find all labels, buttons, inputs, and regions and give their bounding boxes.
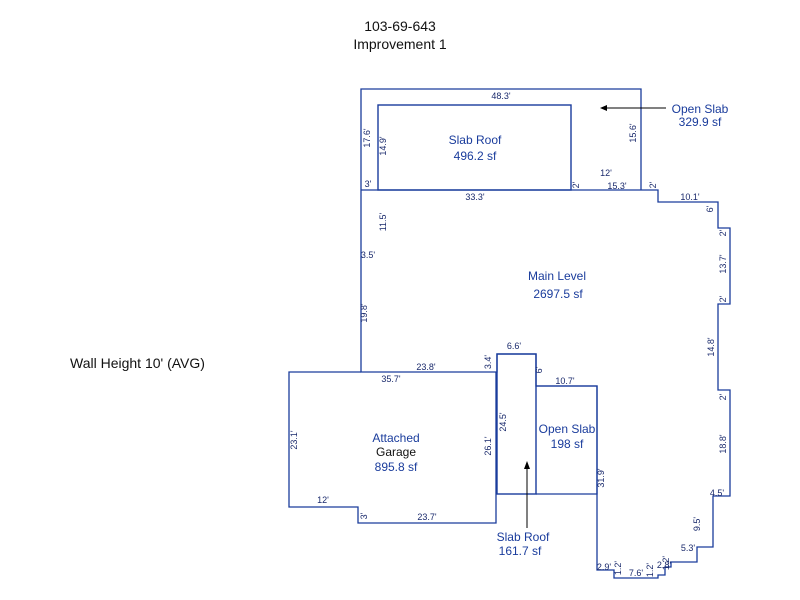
dim-6-a: 6' xyxy=(705,205,715,212)
garage-outline xyxy=(288,371,497,524)
dim-3-bottom: 3' xyxy=(359,512,369,519)
dim-15-6: 15.6' xyxy=(628,123,638,143)
dim-11-5: 11.5' xyxy=(378,212,388,231)
dim-14-9: 14.9' xyxy=(378,136,388,156)
dim-12-top: 12' xyxy=(600,168,612,178)
dim-10-7: 10.7' xyxy=(555,376,575,386)
open-slab-top-value: 329.9 sf xyxy=(679,115,722,129)
dim-6-6: 6.6' xyxy=(507,341,522,351)
dim-24-5: 24.5' xyxy=(498,412,508,432)
dim-9-5: 9.5' xyxy=(692,517,702,532)
parcel-number: 103-69-643 xyxy=(364,18,436,34)
garage-value: 895.8 sf xyxy=(375,460,418,474)
dim-10-1: 10.1' xyxy=(680,192,700,202)
main-level-name: Main Level xyxy=(528,269,586,283)
dim-48-3: 48.3' xyxy=(491,91,511,101)
improvement-title: Improvement 1 xyxy=(353,36,447,52)
dim-3-4: 3.4' xyxy=(483,355,493,370)
slab-roof-top-name: Slab Roof xyxy=(449,133,502,147)
open-slab-mid-value: 198 sf xyxy=(551,437,584,451)
dim-26-1: 26.1' xyxy=(483,436,493,456)
dim-2-b: 2' xyxy=(648,181,658,188)
dim-3-5: 3.5' xyxy=(361,250,376,260)
dim-2-e: 2' xyxy=(718,393,728,400)
open-slab-mid-name: Open Slab xyxy=(539,422,596,436)
slab-roof-bottom-outline xyxy=(496,353,537,495)
dim-2-c: 2' xyxy=(718,229,728,236)
dim-14-8: 14.8' xyxy=(706,337,716,357)
dim-3-top: 3' xyxy=(365,179,372,189)
main-level-value: 2697.5 sf xyxy=(533,287,583,301)
dim-19-8: 19.8' xyxy=(359,303,369,323)
dim-31-9: 31.9' xyxy=(596,468,606,488)
wall-height-label: Wall Height 10' (AVG) xyxy=(70,355,205,371)
slab-roof-top-outline xyxy=(377,104,572,191)
dim-5-3: 5.3' xyxy=(681,543,696,553)
dim-17-6: 17.6' xyxy=(362,128,372,148)
open-slab-arrowhead xyxy=(600,105,607,111)
slab-roof-top-value: 496.2 sf xyxy=(454,149,497,163)
slab-roof-arrowhead xyxy=(524,461,530,469)
dim-23-7: 23.7' xyxy=(417,512,437,522)
slab-roof-bottom-name: Slab Roof xyxy=(497,530,550,544)
main-level-outline xyxy=(360,189,731,579)
dim-2-a: 2' xyxy=(571,181,581,188)
dim-1-2-a: 1.2' xyxy=(613,561,623,576)
dim-2-8: 2.8' xyxy=(657,560,672,570)
dim-6-b: 6' xyxy=(534,366,544,373)
dim-35-7: 35.7' xyxy=(381,374,401,384)
dim-1-2-c: 1.2' xyxy=(661,556,671,571)
dim-33-3: 33.3' xyxy=(465,192,485,202)
dim-18-8: 18.8' xyxy=(718,434,728,454)
dim-2-9: 2.9' xyxy=(597,562,612,572)
dim-1-2-b: 1.2' xyxy=(645,563,655,578)
dim-7-6: 7.6' xyxy=(629,568,644,578)
open-slab-top-outline xyxy=(360,88,642,190)
open-slab-top-name: Open Slab xyxy=(672,102,729,116)
garage-name-1: Attached xyxy=(372,431,419,445)
slab-roof-bottom-value: 161.7 sf xyxy=(499,544,542,558)
dim-23-1: 23.1' xyxy=(289,430,299,450)
dim-23-8: 23.8' xyxy=(416,362,436,372)
dim-13-7: 13.7' xyxy=(718,254,728,274)
open-slab-mid-outline xyxy=(536,385,598,495)
dim-2-d: 2' xyxy=(718,295,728,302)
garage-name-2: Garage xyxy=(376,445,416,459)
dim-15-3: 15.3' xyxy=(607,181,627,191)
dim-12-bottom: 12' xyxy=(317,495,329,505)
dim-4-5: 4.5' xyxy=(710,488,725,498)
